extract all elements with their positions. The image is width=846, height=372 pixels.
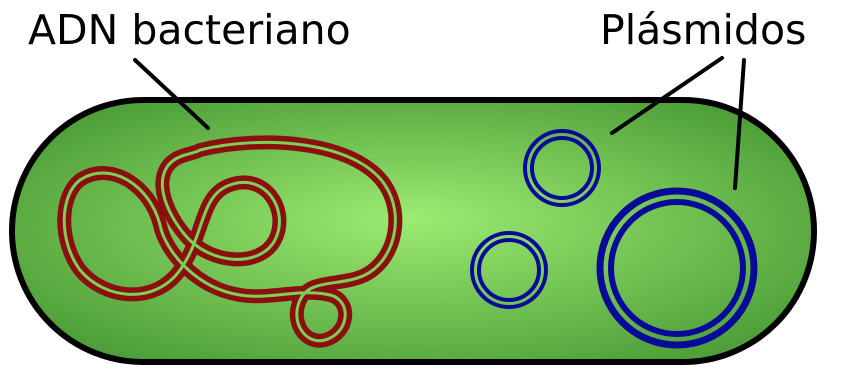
plasmids-label: Plásmidos — [600, 6, 806, 54]
dna-leader-line — [133, 58, 210, 130]
bacterial-dna — [57, 135, 403, 348]
plasmid-large — [596, 187, 758, 349]
dna-strand-gap — [62, 140, 397, 343]
dna-label: ADN bacteriano — [28, 6, 351, 54]
plasmid-leader-line-2 — [733, 58, 746, 190]
plasmid-leader-line-1 — [610, 56, 724, 135]
bacterial-cell — [9, 97, 817, 365]
plasmids — [470, 129, 758, 349]
plasmid-small-bottom — [470, 231, 548, 309]
leader-lines — [133, 56, 746, 190]
plasmid-small-top — [523, 129, 601, 207]
